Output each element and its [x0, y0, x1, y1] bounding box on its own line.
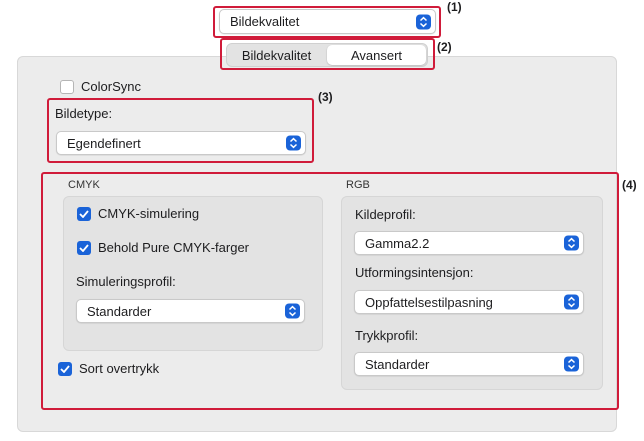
simulation-profile-value: Standarder [87, 303, 152, 319]
pure-cmyk-label: Behold Pure CMYK-farger [98, 240, 250, 255]
highlight-box-1 [213, 6, 441, 38]
checkmark-icon [79, 210, 89, 218]
callout-2: (2) [437, 40, 452, 54]
print-profile-value: Standarder [365, 356, 430, 372]
cmyk-simulation-label: CMYK-simulering [98, 206, 200, 221]
chevron-updown-icon [286, 135, 301, 151]
top-popup[interactable]: Bildekvalitet [219, 9, 436, 34]
chevron-updown-icon [564, 235, 579, 251]
callout-4: (4) [622, 178, 637, 192]
source-profile-value: Gamma2.2 [365, 235, 430, 251]
print-profile-popup[interactable]: Standarder [354, 352, 584, 376]
cmyk-group [63, 196, 323, 351]
source-profile-popup[interactable]: Gamma2.2 [354, 231, 584, 255]
rendering-intent-value: Oppfattelsestilpasning [365, 294, 493, 310]
tab-bar: Bildekvalitet Avansert [226, 43, 428, 67]
rendering-intent-label: Utformingsintensjon: [355, 265, 474, 280]
colorsync-label: ColorSync [81, 79, 141, 94]
colorsync-checkbox[interactable] [60, 80, 74, 94]
print-profile-label: Trykkprofil: [355, 328, 419, 343]
chevron-updown-icon [416, 14, 431, 29]
highlight-box-2 [220, 38, 435, 70]
cmyk-title: CMYK [68, 179, 100, 191]
bildetype-label: Bildetype: [55, 106, 113, 121]
rgb-title: RGB [346, 179, 370, 191]
chevron-updown-icon [564, 294, 579, 310]
tab-avansert[interactable]: Avansert [327, 45, 426, 65]
bildetype-popup[interactable]: Egendefinert [56, 131, 306, 155]
black-overprint-label: Sort overtrykk [79, 361, 160, 376]
cmyk-simulation-checkbox[interactable] [77, 207, 91, 221]
chevron-updown-icon [564, 356, 579, 372]
pure-cmyk-checkbox[interactable] [77, 241, 91, 255]
source-profile-label: Kildeprofil: [355, 207, 416, 222]
highlight-box-4 [41, 172, 619, 410]
tab-bildekvalitet[interactable]: Bildekvalitet [241, 47, 312, 63]
callout-3: (3) [318, 90, 333, 104]
rendering-intent-popup[interactable]: Oppfattelsestilpasning [354, 290, 584, 314]
checkmark-icon [79, 244, 89, 252]
simulation-profile-label: Simuleringsprofil: [76, 274, 176, 289]
simulation-profile-popup[interactable]: Standarder [76, 299, 305, 323]
chevron-updown-icon [285, 303, 300, 319]
black-overprint-checkbox[interactable] [58, 362, 72, 376]
checkmark-icon [60, 365, 70, 373]
bildetype-value: Egendefinert [67, 135, 141, 151]
highlight-box-3 [47, 98, 314, 163]
callout-1: (1) [447, 0, 462, 14]
top-popup-value: Bildekvalitet [230, 14, 300, 29]
